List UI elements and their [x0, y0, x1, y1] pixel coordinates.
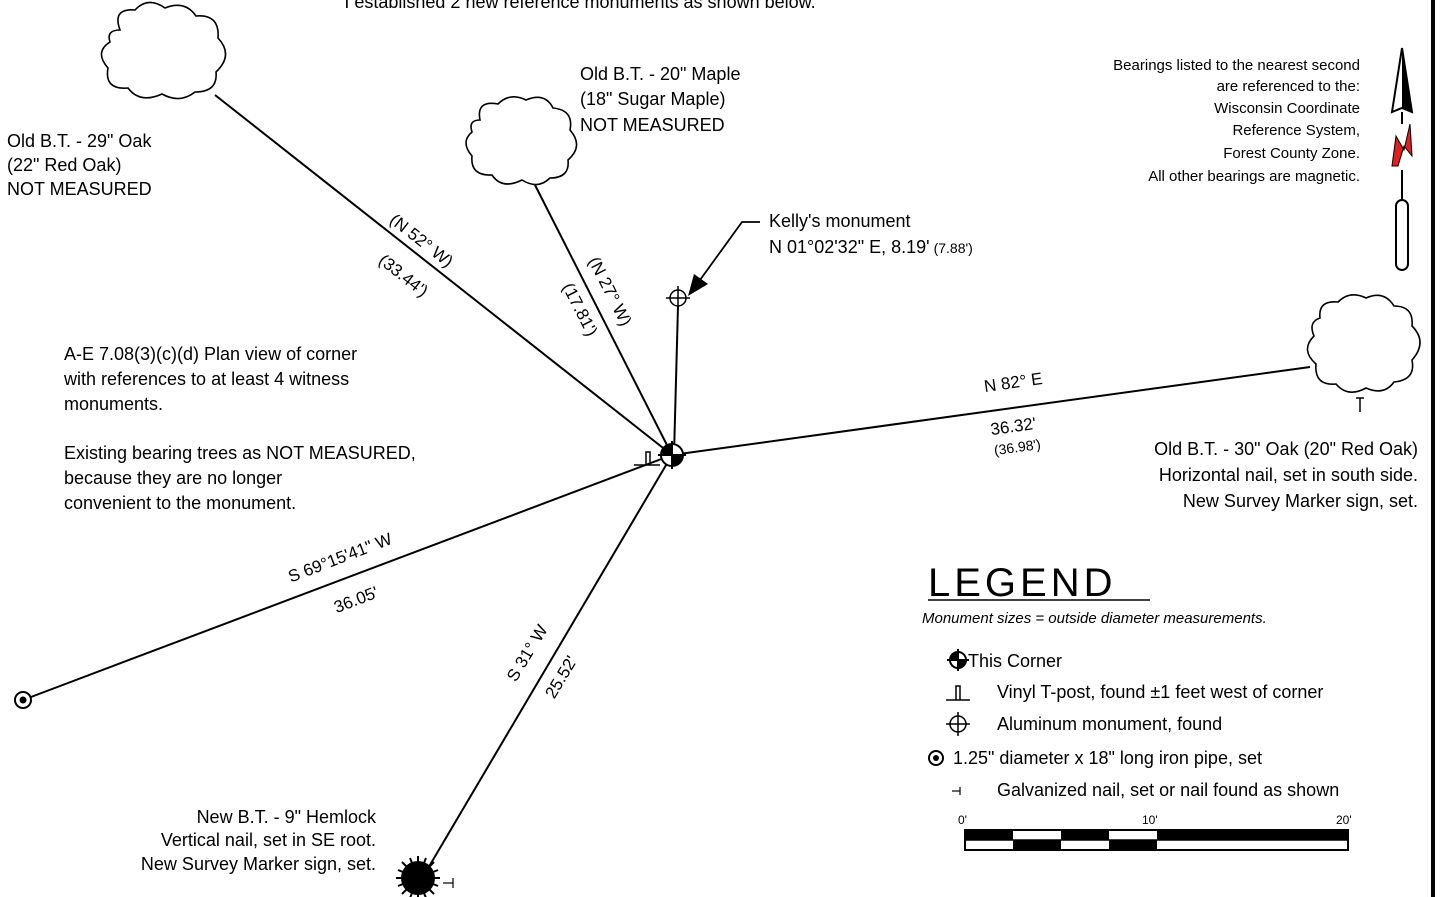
- svg-text:Old B.T. - 20" Maple: Old B.T. - 20" Maple: [580, 64, 740, 84]
- svg-text:New Survey Marker sign, set.: New Survey Marker sign, set.: [1183, 491, 1418, 511]
- oak30-description: Old B.T. - 30" Oak (20" Red Oak) Horizon…: [1154, 439, 1418, 511]
- legend-item-corner: This Corner: [968, 651, 1062, 671]
- kelly-description: Kelly's monument N 01°02'32" E, 8.19'(7.…: [769, 211, 973, 257]
- tie-line-oak29: [214, 94, 673, 456]
- tree-hemlock-icon: [396, 856, 454, 897]
- svg-text:Forest County Zone.: Forest County Zone.: [1223, 145, 1360, 162]
- svg-text:are referenced to the:: are referenced to the:: [1217, 78, 1360, 95]
- kelly-leader-arrow: [688, 221, 760, 296]
- legend-nail-icon: [952, 787, 961, 795]
- tree-oak30-icon: [1306, 294, 1421, 412]
- north-arrow-icon: [1390, 47, 1414, 271]
- maple20-description: Old B.T. - 20" Maple (18" Sugar Maple) N…: [580, 64, 740, 135]
- legend-item-iron-pipe: 1.25" diameter x 18" long iron pipe, set: [953, 748, 1262, 768]
- svg-text:Reference System,: Reference System,: [1232, 122, 1360, 139]
- rule-note: A-E 7.08(3)(c)(d) Plan view of corner wi…: [63, 344, 357, 414]
- t-post-icon: [634, 451, 660, 466]
- corner-icon: [658, 441, 686, 469]
- svg-text:Horizontal nail, set in south: Horizontal nail, set in south side.: [1159, 465, 1418, 485]
- svg-text:because they are no longer: because they are no longer: [64, 468, 282, 488]
- oak29-description: Old B.T. - 29" Oak (22" Red Oak) NOT MEA…: [7, 131, 152, 199]
- svg-text:Old B.T. - 30" Oak (20" Red Oa: Old B.T. - 30" Oak (20" Red Oak): [1154, 439, 1418, 459]
- hemlock-distance: 25.52': [541, 653, 581, 702]
- svg-text:All other bearings are magneti: All other bearings are magnetic.: [1148, 168, 1360, 185]
- header-note: I established 2 new reference monuments …: [344, 0, 815, 12]
- oak30-distance: 36.32': [989, 414, 1037, 439]
- svg-text:Existing bearing trees as NOT: Existing bearing trees as NOT MEASURED,: [64, 443, 416, 463]
- legend-t-post-icon: [946, 685, 970, 701]
- legend-aluminum-monument-icon: [946, 712, 970, 736]
- aluminum-monument-icon: [666, 286, 690, 310]
- svg-text:N 01°02'32" E, 8.19'(7.88'): N 01°02'32" E, 8.19'(7.88'): [769, 237, 973, 257]
- svg-text:Wisconsin Coordinate: Wisconsin Coordinate: [1214, 100, 1360, 117]
- iron-pipe-distance: 36.05': [331, 583, 381, 617]
- svg-text:with references to at least 4: with references to at least 4 witness: [63, 369, 349, 389]
- legend-item-nail: Galvanized nail, set or nail found as sh…: [997, 780, 1339, 800]
- svg-text:convenient to the monument.: convenient to the monument.: [64, 493, 296, 513]
- oak30-bearing: N 82° E: [983, 369, 1044, 396]
- svg-text:NOT MEASURED: NOT MEASURED: [580, 115, 725, 135]
- bearing-basis-note: Bearings listed to the nearest second ar…: [1113, 57, 1360, 185]
- svg-text:Old B.T. - 29" Oak: Old B.T. - 29" Oak: [7, 131, 152, 151]
- legend-iron-pipe-icon: [928, 750, 944, 766]
- svg-text:(22" Red Oak): (22" Red Oak): [7, 155, 121, 175]
- svg-text:20': 20': [1336, 813, 1352, 827]
- svg-text:(18" Sugar Maple): (18" Sugar Maple): [580, 89, 725, 109]
- oak30-distance-record: (36.98'): [993, 436, 1042, 458]
- legend-title: LEGEND: [928, 561, 1117, 605]
- iron-pipe-bearing: S 69°15'41" W: [285, 529, 394, 586]
- svg-text:New Survey Marker sign, set.: New Survey Marker sign, set.: [141, 854, 376, 874]
- legend-corner-icon: [947, 649, 969, 671]
- kelly-record: (7.88'): [934, 240, 973, 256]
- svg-text:A-E 7.08(3)(c)(d) Plan view of: A-E 7.08(3)(c)(d) Plan view of corner: [64, 344, 357, 364]
- svg-text:monuments.: monuments.: [64, 394, 163, 414]
- svg-text:Vertical nail, set in SE root.: Vertical nail, set in SE root.: [161, 830, 376, 850]
- iron-pipe-icon: [14, 691, 32, 709]
- tree-maple20-icon: [465, 96, 578, 186]
- svg-text:Kelly's monument: Kelly's monument: [769, 211, 911, 231]
- tie-line-maple20: [534, 184, 673, 456]
- legend: LEGEND Monument sizes = outside diameter…: [922, 561, 1352, 851]
- legend-subtitle: Monument sizes = outside diameter measur…: [922, 610, 1267, 627]
- svg-text:New B.T. - 9" Hemlock: New B.T. - 9" Hemlock: [197, 807, 377, 827]
- legend-item-aluminum-monument: Aluminum monument, found: [997, 714, 1222, 734]
- tie-line-hemlock: [426, 454, 673, 871]
- svg-text:0': 0': [958, 813, 967, 827]
- svg-text:NOT MEASURED: NOT MEASURED: [7, 179, 152, 199]
- tie-line-kelly: [673, 305, 679, 456]
- hemlock-description: New B.T. - 9" Hemlock Vertical nail, set…: [141, 807, 377, 874]
- svg-text:10': 10': [1142, 813, 1158, 827]
- hemlock-bearing: S 31° W: [503, 621, 552, 684]
- tie-line-iron-pipe: [22, 454, 673, 701]
- maple20-distance: (17.81'): [558, 280, 601, 340]
- legend-item-t-post: Vinyl T-post, found ±1 feet west of corn…: [997, 682, 1323, 702]
- tie-line-oak30: [671, 366, 1311, 456]
- scale-bar: 0' 10' 20': [958, 813, 1352, 851]
- existing-trees-note: Existing bearing trees as NOT MEASURED, …: [64, 443, 416, 513]
- tree-oak29-icon: [100, 1, 227, 100]
- kelly-bearing-distance: N 01°02'32" E, 8.19': [769, 237, 930, 257]
- svg-text:Bearings listed to the nearest: Bearings listed to the nearest second: [1113, 57, 1360, 74]
